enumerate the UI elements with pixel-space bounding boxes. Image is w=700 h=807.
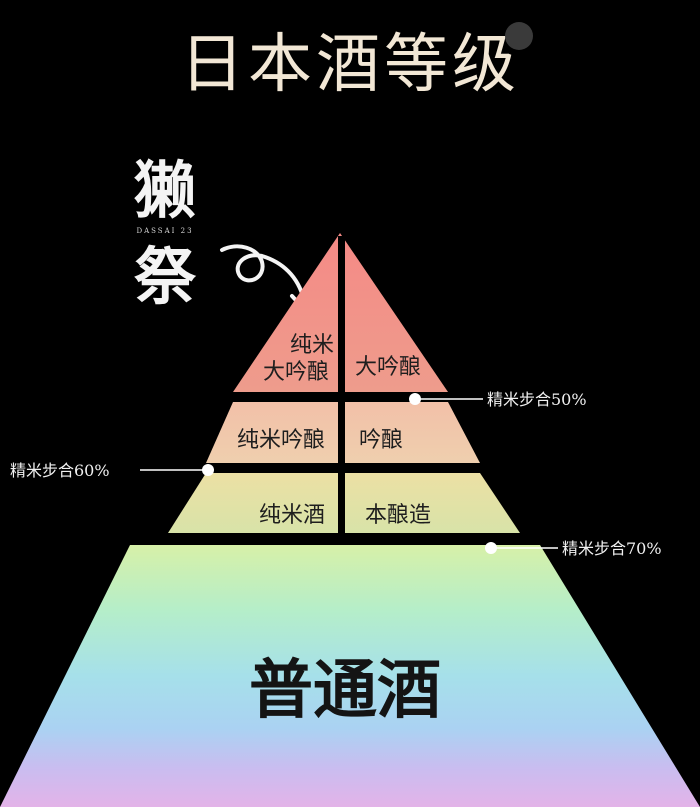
callout-polish-50: 精米步合50% <box>409 390 587 409</box>
label-junmai: 纯米酒 <box>259 503 325 528</box>
callout-text-70: 精米步合70% <box>562 539 662 558</box>
callout-polish-70: 精米步合70% <box>485 539 662 558</box>
callout-text-50: 精米步合50% <box>487 390 587 409</box>
label-honjozo: 本酿造 <box>365 503 431 528</box>
label-junmai-ginjo: 纯米吟酿 <box>237 428 325 453</box>
logo-char-1: 獭 <box>134 154 196 227</box>
label-daiginjo: 大吟酿 <box>355 355 421 380</box>
logo-char-2: 祭 <box>134 240 197 313</box>
logo-subtitle: DASSAI 23 <box>136 227 193 235</box>
label-ginjo: 吟酿 <box>359 428 403 453</box>
dassai-logo: 獭 DASSAI 23 祭 <box>134 154 197 313</box>
corner-dot-icon <box>505 22 533 50</box>
label-junmai-daiginjo-line1: 纯米 <box>290 333 334 358</box>
page-title: 日本酒等级 <box>180 28 520 102</box>
callout-polish-60: 精米步合60% <box>10 461 214 480</box>
label-futsushu: 普通酒 <box>249 653 441 728</box>
center-divider <box>338 236 345 542</box>
label-junmai-daiginjo-line2: 大吟酿 <box>263 360 329 385</box>
callout-text-60: 精米步合60% <box>10 461 110 480</box>
tier-base <box>0 545 700 807</box>
